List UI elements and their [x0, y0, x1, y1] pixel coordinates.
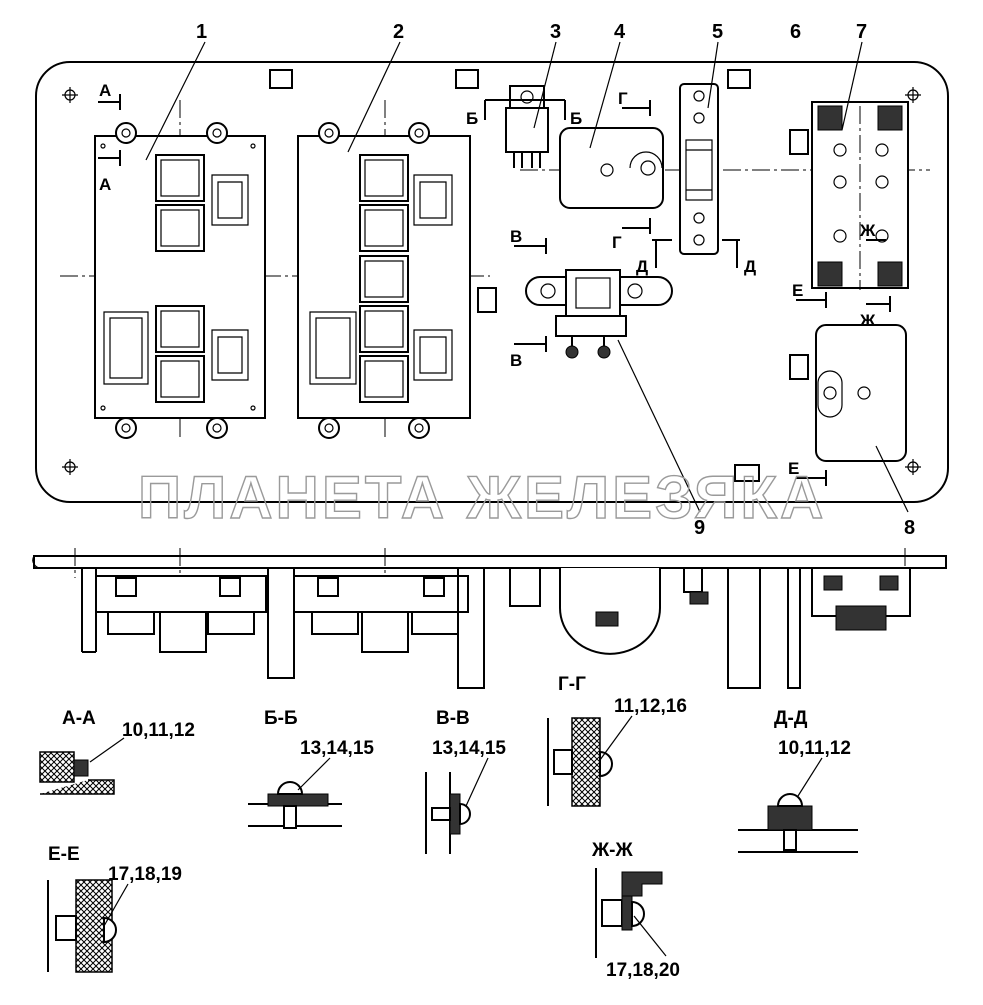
marker-e-bottom: Е	[788, 459, 799, 478]
callout-8: 8	[904, 517, 915, 539]
marker-a-bottom: А	[99, 175, 111, 194]
panel-side-view	[32, 548, 947, 689]
section-zhzh-title: Ж-Ж	[591, 840, 633, 861]
section-ee-title: Е-Е	[48, 844, 80, 865]
marker-zh-top: Ж	[859, 221, 876, 240]
marker-a-top: А	[99, 81, 111, 100]
marker-zh-bottom: Ж	[859, 311, 876, 330]
callout-6: 6	[790, 21, 801, 43]
panel-slots	[269, 69, 809, 482]
callout-numbers: 1 2 3 4 5 6 7 8 9	[196, 21, 915, 539]
section-aa-parts: 10,11,12	[122, 720, 195, 741]
marker-d-left: Д	[636, 257, 648, 276]
callout-4: 4	[614, 21, 626, 43]
section-bb-title: Б-Б	[264, 708, 298, 729]
marker-d-right: Д	[744, 257, 756, 276]
section-dd-parts: 10,11,12	[778, 738, 851, 759]
section-gg-title: Г-Г	[558, 674, 586, 695]
section-gg-parts: 11,12,16	[614, 696, 687, 717]
relay-block-2	[297, 122, 471, 439]
marker-b-right: Б	[570, 109, 582, 128]
section-bb-parts: 13,14,15	[300, 738, 374, 759]
callout-1: 1	[196, 21, 207, 43]
leader-lines	[145, 41, 909, 513]
section-ee-parts: 17,18,19	[108, 864, 182, 885]
section-zhzh-parts: 17,18,20	[606, 960, 680, 981]
callout-2: 2	[393, 21, 404, 43]
marker-b-left: Б	[466, 109, 478, 128]
callout-7: 7	[856, 21, 867, 43]
marker-v-bottom: В	[510, 351, 522, 370]
section-markers: А А Б Б Г Г Д Д В В Ж Ж Е Е	[98, 81, 891, 486]
section-dd-title: Д-Д	[774, 708, 808, 729]
callout-9: 9	[694, 517, 705, 539]
marker-v-top: В	[510, 227, 522, 246]
corner-holes	[62, 87, 921, 475]
module-7	[811, 101, 909, 290]
plate-8	[815, 324, 907, 462]
relay-3	[505, 85, 549, 168]
section-aa-title: А-А	[62, 708, 96, 729]
marker-g-top: Г	[618, 89, 628, 108]
plate-4	[559, 127, 664, 209]
marker-g-bottom: Г	[612, 233, 622, 252]
section-vv-parts: 13,14,15	[432, 738, 506, 759]
panel-outline	[35, 61, 949, 503]
section-vv-title: В-В	[436, 708, 470, 729]
watermark-text: ПЛАНЕТА ЖЕЛЕЗЯКА	[138, 464, 826, 531]
strip-5	[679, 83, 719, 255]
relay-9	[525, 269, 673, 359]
callout-3: 3	[550, 21, 561, 43]
relay-block-1	[94, 122, 266, 439]
panel-front-view: А А Б Б Г Г Д Д В В Ж Ж Е Е	[35, 21, 949, 539]
callout-5: 5	[712, 21, 723, 43]
marker-e-top: Е	[792, 281, 803, 300]
section-details: А-А 10,11,12 Б-Б 13,14,15 В-В 13,14,15 Г…	[39, 674, 858, 981]
